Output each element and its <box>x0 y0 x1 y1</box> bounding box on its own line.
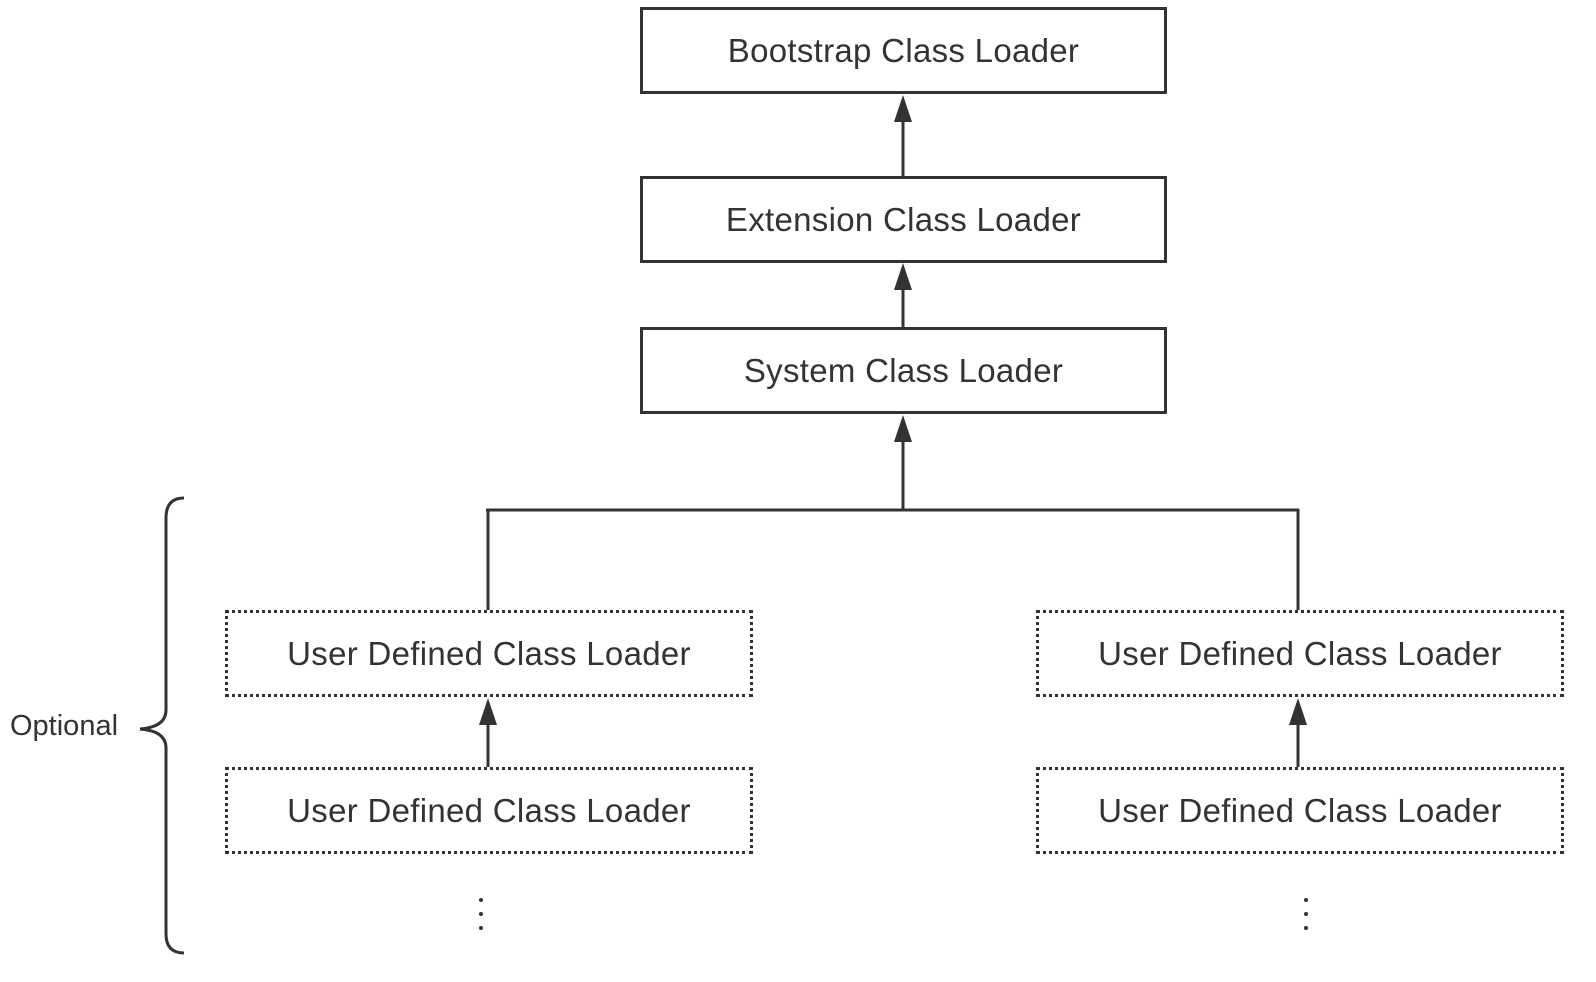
user-defined-class-loader-right-1-box: User Defined Class Loader <box>1036 610 1564 697</box>
system-class-loader-label: System Class Loader <box>743 351 1064 389</box>
arrowhead-system <box>894 415 912 442</box>
user-defined-class-loader-right-2-label: User Defined Class Loader <box>1098 791 1502 829</box>
bootstrap-class-loader-label: Bootstrap Class Loader <box>727 31 1080 69</box>
arrowhead-extension <box>894 263 912 290</box>
user-defined-class-loader-right-1-label: User Defined Class Loader <box>1098 634 1502 672</box>
system-class-loader-box: System Class Loader <box>640 327 1167 414</box>
user-defined-class-loader-left-2-box: User Defined Class Loader <box>225 767 753 854</box>
user-defined-class-loader-left-1-label: User Defined Class Loader <box>287 634 691 672</box>
user-defined-class-loader-right-2-box: User Defined Class Loader <box>1036 767 1564 854</box>
ellipsis-right <box>1304 898 1308 930</box>
extension-class-loader-label: Extension Class Loader <box>725 200 1082 238</box>
user-defined-class-loader-left-2-label: User Defined Class Loader <box>287 791 691 829</box>
arrowhead-bootstrap <box>894 95 912 122</box>
bootstrap-class-loader-box: Bootstrap Class Loader <box>640 7 1167 94</box>
extension-class-loader-box: Extension Class Loader <box>640 176 1167 263</box>
arrowhead-user-right-1 <box>1289 698 1307 725</box>
optional-label: Optional <box>10 710 119 742</box>
optional-brace <box>139 496 185 955</box>
user-defined-class-loader-left-1-box: User Defined Class Loader <box>225 610 753 697</box>
arrowhead-user-left-1 <box>479 698 497 725</box>
ellipsis-left <box>479 898 483 930</box>
